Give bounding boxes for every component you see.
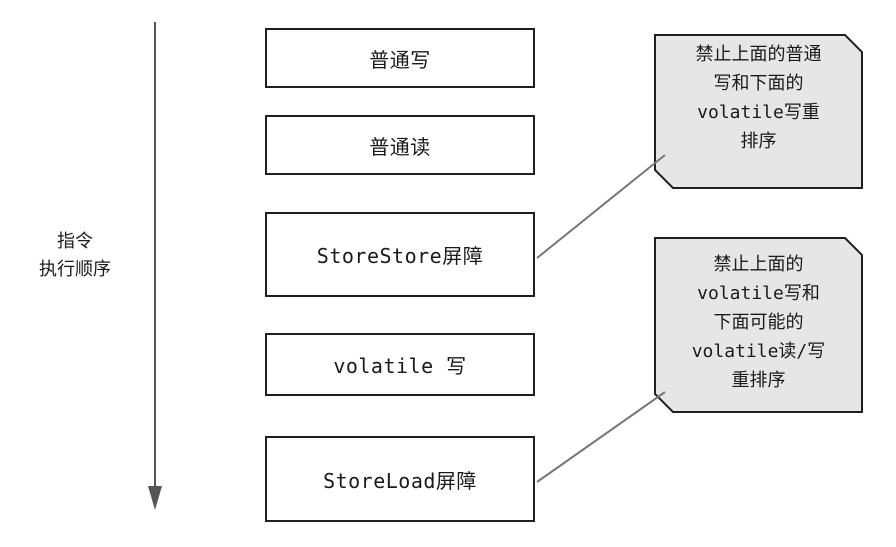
note-2-line-4: volatile读/写 bbox=[691, 341, 826, 362]
normal-write-label: 普通写 bbox=[369, 47, 431, 72]
axis-label-line-2: 执行顺序 bbox=[39, 259, 111, 280]
storeload-barrier-label: StoreLoad屏障 bbox=[323, 468, 477, 493]
note-1-text: 禁止上面的普通 写和下面的 volatile写重 排序 bbox=[660, 40, 857, 156]
normal-read-box: 普通读 bbox=[265, 115, 535, 175]
note-1-line-2: 写和下面的 bbox=[713, 73, 804, 94]
connector-storeload-to-note-2 bbox=[536, 391, 666, 483]
volatile-write-label: volatile 写 bbox=[333, 354, 467, 378]
note-2-shape bbox=[654, 237, 863, 413]
storestore-barrier-label: StoreStore屏障 bbox=[316, 244, 484, 268]
note-1-line-1: 禁止上面的普通 bbox=[695, 44, 822, 65]
note-2-line-5: 重排序 bbox=[731, 370, 786, 391]
note-1-line-3: volatile写重 bbox=[697, 102, 820, 123]
note-1-shape bbox=[654, 34, 863, 189]
storestore-barrier-box: StoreStore屏障 bbox=[265, 212, 535, 297]
normal-read-label: 普通读 bbox=[369, 134, 431, 159]
axis-label-line-1: 指令 bbox=[57, 231, 93, 252]
normal-write-box: 普通写 bbox=[265, 28, 535, 88]
note-1-line-4: 排序 bbox=[740, 131, 777, 152]
note-2-text: 禁止上面的 volatile写和 下面可能的 volatile读/写 重排序 bbox=[660, 250, 857, 395]
note-2-line-3: 下面可能的 bbox=[713, 312, 804, 333]
execution-order-arrowhead bbox=[148, 486, 162, 510]
connector-storestore-to-note-1 bbox=[536, 154, 666, 259]
volatile-write-box: volatile 写 bbox=[265, 333, 535, 396]
note-2-line-1: 禁止上面的 bbox=[713, 254, 804, 275]
storeload-barrier-box: StoreLoad屏障 bbox=[265, 436, 535, 522]
note-2-line-2: volatile写和 bbox=[697, 283, 820, 304]
axis-label: 指令 执行顺序 bbox=[20, 228, 130, 284]
